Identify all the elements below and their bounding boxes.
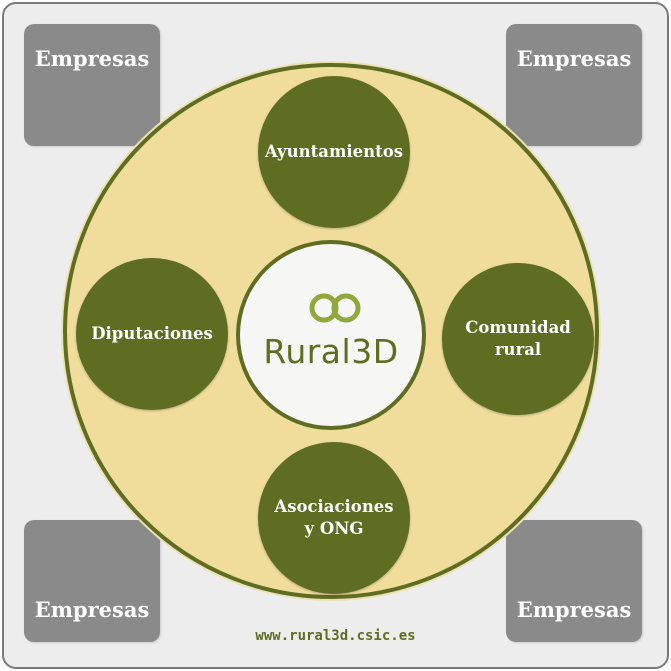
- logo-text: Rural3D: [263, 332, 399, 371]
- corner-empresas-bottom-right: Empresas: [506, 520, 642, 642]
- corner-empresas-top-right: Empresas: [506, 24, 642, 146]
- rings-icon: [309, 293, 361, 323]
- node-label: Diputaciones: [91, 323, 213, 343]
- node-diputaciones: Diputaciones: [76, 258, 228, 410]
- node-label: Comunidad rural: [465, 317, 571, 359]
- center-logo-circle: Rural3D: [236, 240, 426, 430]
- node-comunidad-rural: Comunidad rural: [442, 263, 594, 415]
- node-label: Asociaciones y ONG: [274, 496, 394, 538]
- node-label: Ayuntamientos: [264, 141, 404, 161]
- node-asociaciones-ong: Asociaciones y ONG: [258, 442, 410, 594]
- corner-label: Empresas: [34, 597, 150, 622]
- footer-url[interactable]: www.rural3d.csic.es: [255, 628, 416, 644]
- corner-empresas-top-left: Empresas: [24, 24, 160, 146]
- corner-label: Empresas: [516, 46, 632, 71]
- node-ayuntamientos: Ayuntamientos: [258, 76, 410, 228]
- corner-label: Empresas: [34, 46, 150, 71]
- corner-label: Empresas: [516, 597, 632, 622]
- corner-empresas-bottom-left: Empresas: [24, 520, 160, 642]
